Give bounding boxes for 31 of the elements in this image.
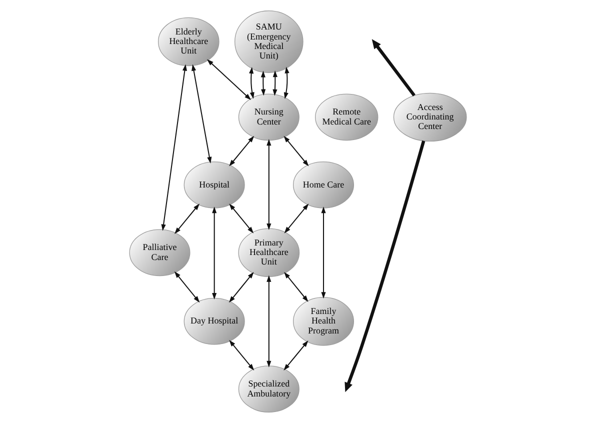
node-ellipse: Specialized Ambulatory (238, 366, 300, 412)
node-ellipse: Remote Medical Care (315, 94, 378, 141)
arrow (284, 204, 309, 234)
arrow (228, 272, 254, 303)
arrow (372, 39, 416, 96)
arrow (161, 64, 187, 231)
arrow (212, 206, 217, 300)
arrow (229, 340, 254, 370)
arrow (284, 272, 308, 302)
node-ellipse: Palliative Care (129, 229, 190, 276)
node-ellipse: Hospital (184, 161, 245, 208)
node-ellipse: Family Health Program (293, 296, 354, 346)
arrow (192, 64, 212, 164)
arrow (284, 340, 308, 371)
arrow (260, 70, 266, 96)
arrow (266, 139, 272, 230)
node-ellipse: Day Hospital (184, 298, 245, 345)
arrow (272, 70, 278, 96)
arrow (321, 206, 326, 299)
arrow (284, 136, 309, 166)
node-ellipse: Home Care (293, 161, 354, 208)
arrow (174, 271, 200, 303)
arrow (229, 136, 254, 166)
arrow (284, 66, 290, 100)
arrow (229, 204, 254, 234)
arrow (249, 66, 254, 99)
arrow (344, 140, 426, 392)
arrow (266, 275, 272, 368)
node-ellipse: Access Coordinating Center (393, 92, 467, 142)
arrow (174, 204, 200, 234)
arrow (206, 59, 252, 100)
